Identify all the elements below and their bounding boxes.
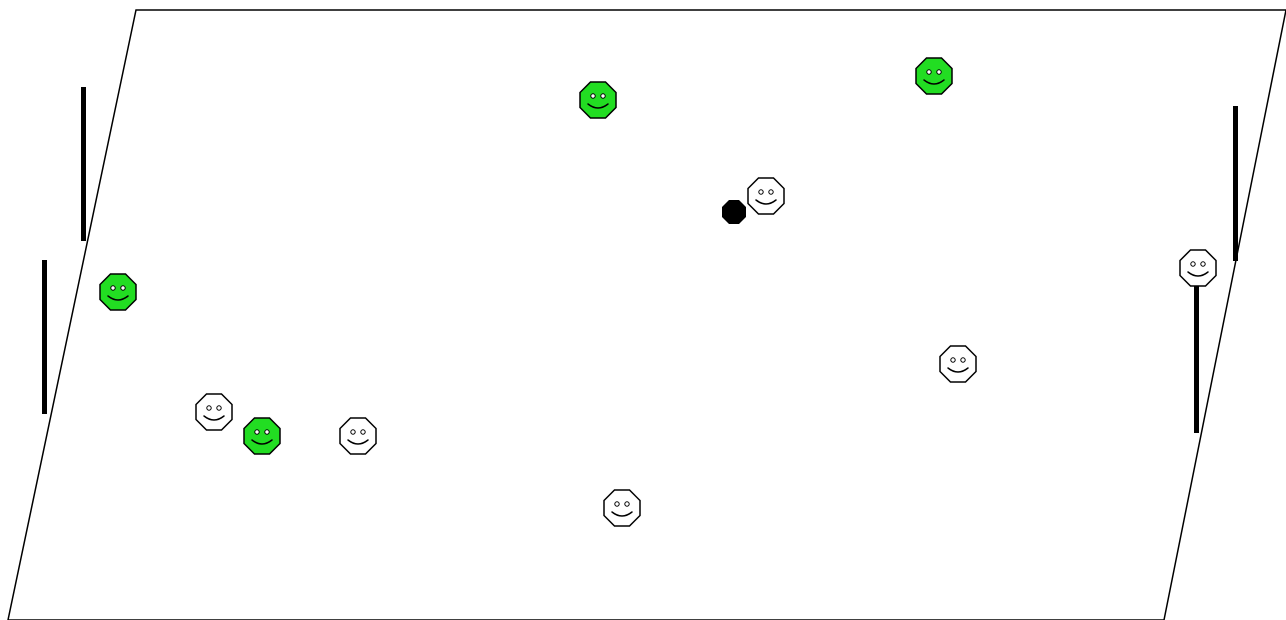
green-player-icon-1-face	[580, 82, 616, 118]
white-player-icon-5	[340, 418, 376, 454]
white-player-icon-5-face	[340, 418, 376, 454]
white-player-icon-2-face	[1180, 250, 1216, 286]
white-player-icon-3-eye-right	[961, 358, 965, 362]
left-goal-post-top	[81, 87, 86, 241]
white-player-icon-2-eye-left	[1191, 262, 1195, 266]
green-player-icon-3-eye-left	[111, 286, 115, 290]
white-player-icon-2-eye-right	[1201, 262, 1205, 266]
white-player-icon-4-eye-right	[217, 406, 221, 410]
ball	[723, 201, 746, 224]
white-player-icon-1-eye-right	[769, 190, 773, 194]
left-goal-post-bottom	[42, 260, 47, 414]
green-player-icon-1-eye-left	[591, 94, 595, 98]
white-player-icon-4-eye-left	[207, 406, 211, 410]
green-player-icon-3-face	[100, 274, 136, 310]
white-player-icon-1-face	[748, 178, 784, 214]
white-player-icon-3-eye-left	[951, 358, 955, 362]
right-goal-post-bottom	[1194, 278, 1199, 433]
green-player-icon-4	[244, 418, 280, 454]
green-player-icon-4-face	[244, 418, 280, 454]
green-player-icon-4-eye-right	[265, 430, 269, 434]
white-player-icon-6-eye-left	[615, 502, 619, 506]
white-player-icon-4	[196, 394, 232, 430]
green-player-icon-3-eye-right	[121, 286, 125, 290]
green-player-icon-1	[580, 82, 616, 118]
green-player-icon-2	[916, 58, 952, 94]
white-player-icon-2	[1180, 250, 1216, 286]
green-player-icon-2-face	[916, 58, 952, 94]
green-player-icon-2-eye-right	[937, 70, 941, 74]
white-player-icon-4-face	[196, 394, 232, 430]
white-player-icon-5-eye-right	[361, 430, 365, 434]
left-goal	[42, 87, 86, 414]
green-player-icon-4-eye-left	[255, 430, 259, 434]
ball-icon	[723, 201, 746, 224]
white-player-icon-6-face	[604, 490, 640, 526]
white-player-icon-6-eye-right	[625, 502, 629, 506]
green-player-icon-1-eye-right	[601, 94, 605, 98]
white-player-icon-3	[940, 346, 976, 382]
green-player-icon-2-eye-left	[927, 70, 931, 74]
white-player-icon-6	[604, 490, 640, 526]
right-goal-post-top	[1233, 106, 1238, 261]
green-player-icon-3	[100, 274, 136, 310]
players	[100, 58, 1216, 526]
field-boundary	[8, 10, 1286, 620]
white-player-icon-1	[748, 178, 784, 214]
white-player-icon-3-face	[940, 346, 976, 382]
white-player-icon-1-eye-left	[759, 190, 763, 194]
white-player-icon-5-eye-left	[351, 430, 355, 434]
